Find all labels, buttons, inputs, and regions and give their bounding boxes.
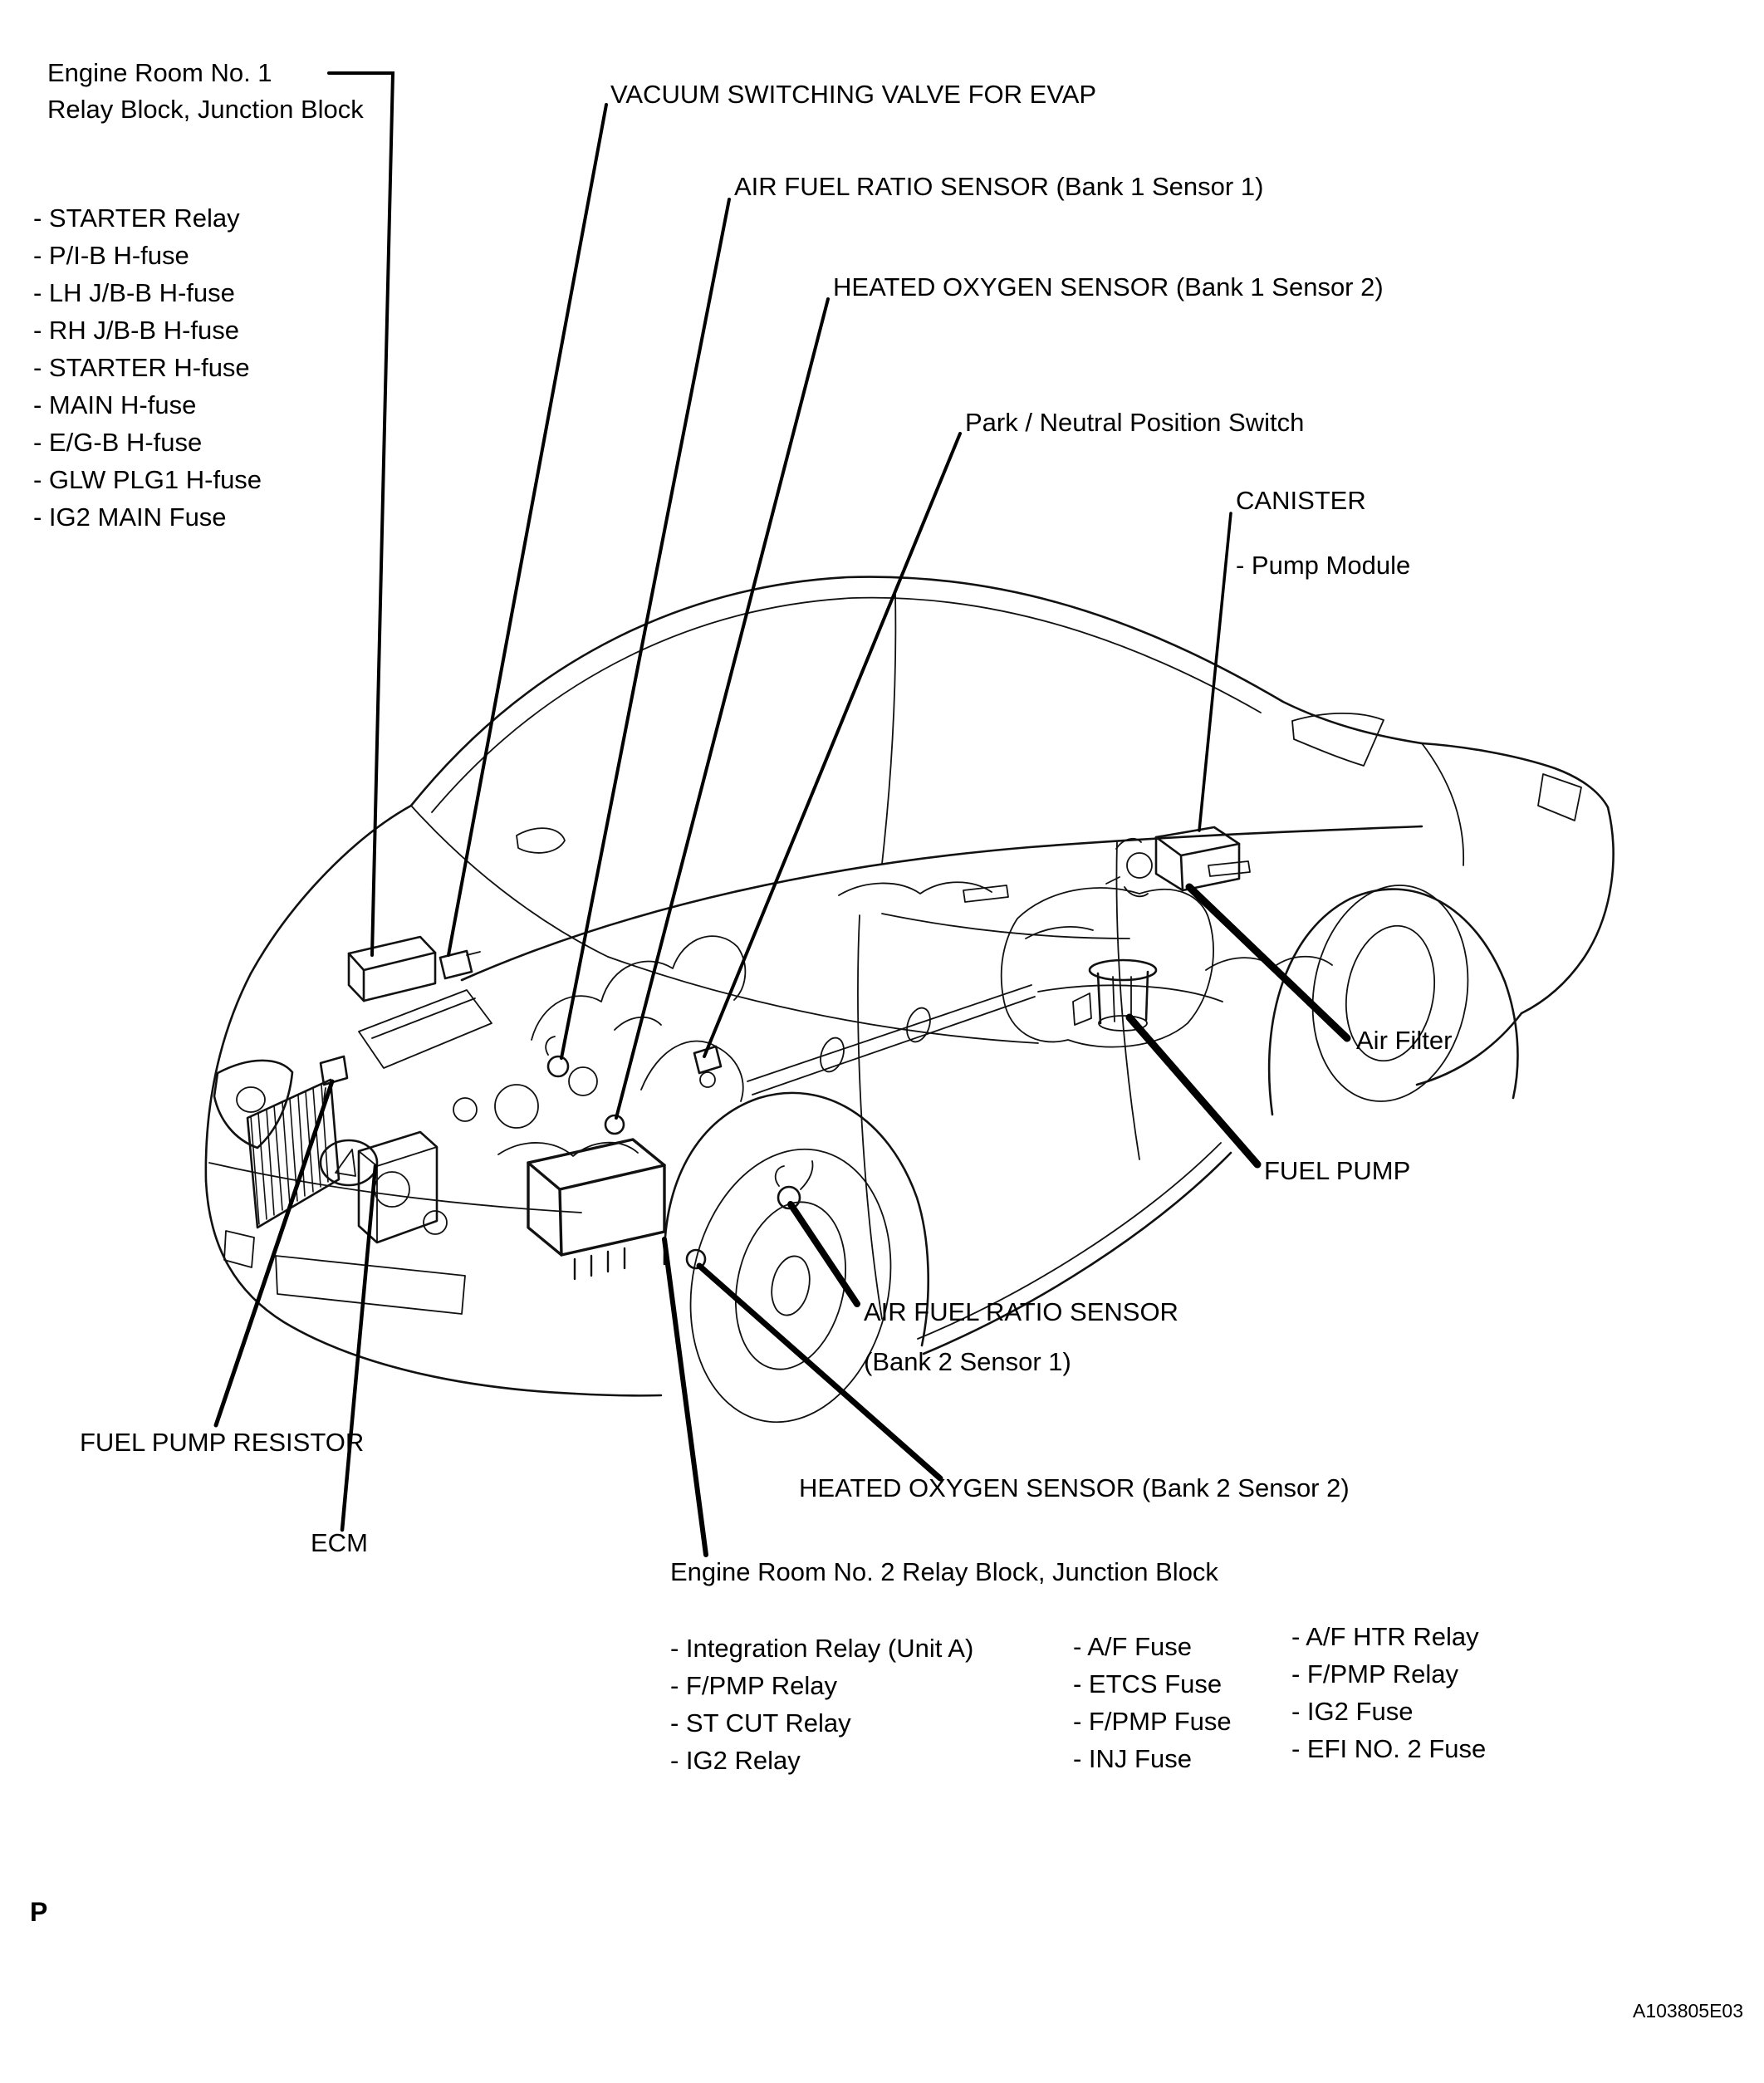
callout-ho2s-bank2-sensor2: HEATED OXYGEN SENSOR (Bank 2 Sensor 2) [799,1473,1350,1502]
fuel-pump-part [1072,958,1158,1032]
list-item: - F/PMP Relay [670,1671,837,1700]
callout-fuel-pump: FUEL PUMP [1264,1156,1411,1185]
leader-vsv [447,103,608,957]
callout-park-neutral-switch: Park / Neutral Position Switch [965,408,1305,437]
front-wheel [663,1091,930,1424]
list-item: - ST CUT Relay [670,1708,851,1737]
list-item: - E/G-B H-fuse [33,428,203,457]
list-item: - A/F HTR Relay [1291,1622,1479,1651]
list-item: - GLW PLG1 H-fuse [33,465,262,494]
leader-relay-block-2 [662,1237,708,1557]
leader-afr-b2s1 [787,1201,860,1307]
car-body-outline [204,576,1615,1397]
callout-air-filter: Air Filter [1356,1026,1453,1055]
list-item: - MAIN H-fuse [33,390,197,419]
callout-afr-bank2-sensor1-line1: AIR FUEL RATIO SENSOR [864,1297,1178,1326]
leader-ho2s-b2s2 [696,1262,943,1482]
leader-afr-b1s1 [560,198,731,1060]
callout-canister: CANISTER [1236,486,1366,515]
list-item: - RH J/B-B H-fuse [33,316,240,345]
list-item: - LH J/B-B H-fuse [33,278,235,307]
rear-wheel [1267,885,1519,1116]
leader-ecm [340,1164,378,1532]
list-item: - ETCS Fuse [1073,1669,1223,1698]
list-item: - STARTER Relay [33,203,240,233]
callout-canister-pump-module: - Pump Module [1236,551,1411,580]
relay-block-1-item-list: - STARTER Relay - P/I-B H-fuse - LH J/B-… [33,199,262,536]
callout-fuel-pump-resistor: FUEL PUMP RESISTOR [80,1428,365,1457]
callout-afr-bank2-sensor1-line2: (Bank 2 Sensor 1) [864,1347,1071,1376]
list-item: - F/PMP Relay [1291,1659,1458,1688]
list-item: - IG2 MAIN Fuse [33,502,227,532]
list-item: - STARTER H-fuse [33,353,250,382]
list-item: - P/I-B H-fuse [33,241,189,270]
callout-ecm: ECM [311,1528,368,1557]
callout-ho2s-bank1-sensor2: HEATED OXYGEN SENSOR (Bank 1 Sensor 2) [833,272,1384,301]
page-section-letter: P [30,1897,48,1927]
relay-block-2-column-2: - A/F Fuse - ETCS Fuse - F/PMP Fuse - IN… [1073,1628,1232,1777]
list-item: - IG2 Fuse [1291,1697,1414,1726]
sensor-parts [319,1036,814,1270]
leader-park-neutral [703,432,962,1058]
canister-part [1105,826,1241,898]
leader-air-filter [1185,883,1351,1042]
fuel-tank-part [1000,887,1214,1048]
relay-block-1-title-line1: Engine Room No. 1 [47,58,272,87]
relay-block-1-part [347,935,437,1002]
list-item: - IG2 Relay [670,1746,801,1775]
list-item: - A/F Fuse [1073,1632,1192,1661]
relay-block-2-column-3: - A/F HTR Relay - F/PMP Relay - IG2 Fuse… [1291,1618,1486,1767]
list-item: - Integration Relay (Unit A) [670,1634,974,1663]
relay-block-2-part [527,1138,666,1281]
relay-block-2-column-1: - Integration Relay (Unit A) - F/PMP Rel… [670,1630,973,1779]
list-item: - EFI NO. 2 Fuse [1291,1734,1487,1763]
leader-relay-block-1 [327,71,395,957]
leader-fuel-pump [1125,1013,1262,1169]
callout-vsv-evap: VACUUM SWITCHING VALVE FOR EVAP [610,80,1097,109]
callout-afr-bank1-sensor1: AIR FUEL RATIO SENSOR (Bank 1 Sensor 1) [734,172,1264,201]
vsv-part [439,949,481,980]
figure-code: A103805E03 [1633,2000,1744,2022]
list-item: - INJ Fuse [1073,1744,1192,1773]
relay-block-2-title: Engine Room No. 2 Relay Block, Junction … [670,1557,1218,1586]
grille-and-badge [208,1059,582,1315]
list-item: - F/PMP Fuse [1073,1707,1232,1736]
engine-assembly [358,881,1333,1235]
leader-fuel-pump-resistor [213,1079,335,1428]
leader-canister [1198,512,1232,832]
relay-block-1-title-line2: Relay Block, Junction Block [47,95,364,124]
leader-ho2s-b1s2 [615,297,830,1120]
